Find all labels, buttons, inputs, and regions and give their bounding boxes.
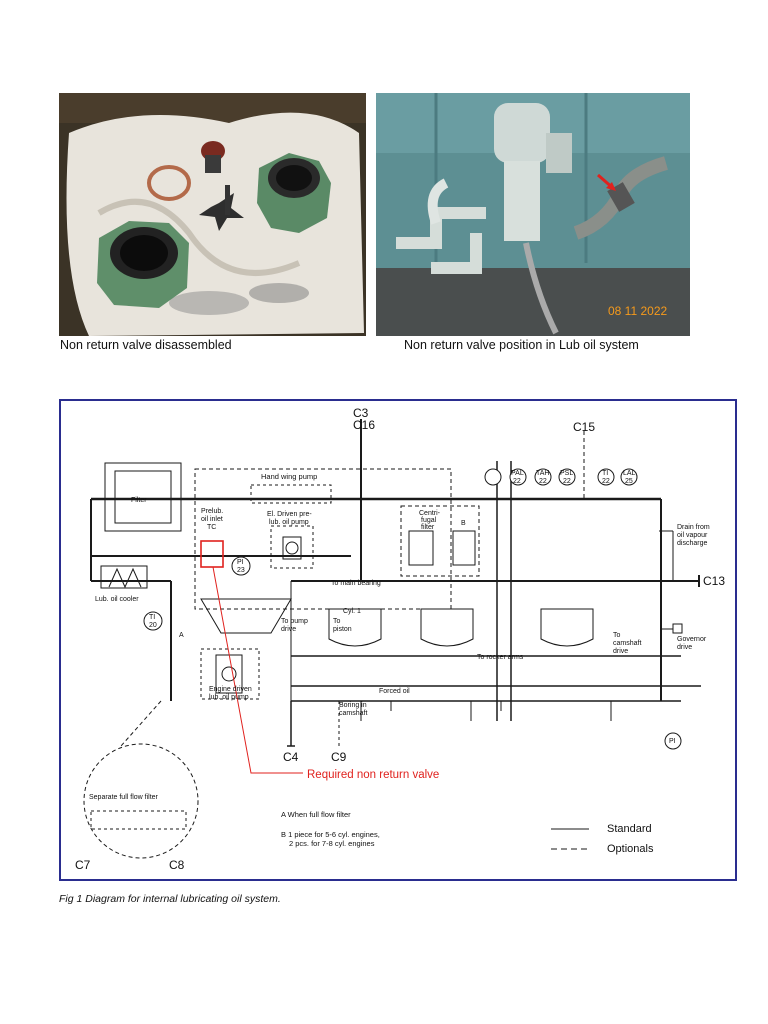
prelub-label-2: oil inlet [201, 516, 223, 523]
lub-oil-diagram: Filter Hand wing pump [75, 406, 725, 872]
photo-datestamp: 08 11 2022 [608, 304, 667, 318]
conn-c16: C16 [353, 418, 375, 432]
pi-bottom-tag: PI [669, 738, 676, 745]
photo-valve-position: 08 11 2022 [376, 93, 690, 336]
note-b-1: B 1 piece for 5-6 cyl. engines, [281, 830, 380, 839]
centri-b-label: B [461, 520, 466, 527]
pi-23-num: 23 [237, 567, 245, 574]
separate-filter-label: Separate full flow filter [89, 794, 159, 801]
el-pump-label-1: El. Driven pre- [267, 511, 312, 518]
pal-22-num: 22 [513, 478, 521, 485]
to-camshaft-1: To [613, 632, 621, 639]
psl-22-tag: PSL [560, 470, 573, 477]
ti-20-tag: TI [149, 614, 155, 621]
hand-wing-pump-label: Hand wing pump [261, 472, 317, 481]
conn-c8: C8 [169, 858, 185, 872]
diagram-frame: Filter Hand wing pump [59, 399, 737, 881]
governor-label-1: Governor [677, 636, 707, 643]
el-pump-label-2: lub. oil pump [269, 519, 309, 526]
legend-optionals: Optionals [607, 843, 654, 855]
drain-label-3: discharge [677, 540, 707, 547]
a-marker: A [179, 632, 184, 639]
conn-c4: C4 [283, 750, 299, 764]
ti-20-num: 20 [149, 622, 157, 629]
note-b-2: 2 pcs. for 7-8 cyl. engines [289, 839, 375, 848]
nrv-highlight-box [200, 540, 224, 568]
caption-position: Non return valve position in Lub oil sys… [404, 338, 639, 352]
centri-label-1: Centri- [419, 510, 441, 517]
to-piston-1: To [333, 618, 341, 625]
to-main-bearing-label: To main bearing [331, 580, 381, 587]
conn-c13: C13 [703, 574, 725, 588]
required-nrv-note: Required non return valve [307, 769, 439, 781]
centri-label-3: filter [421, 524, 435, 531]
boring-label-2: camshaft [339, 710, 367, 717]
ti-22-tag: TI [602, 470, 608, 477]
pi-23-tag: PI [237, 559, 244, 566]
to-pump-drive-1: To pump [281, 618, 308, 625]
to-rocker-arms-label: To rocker arms [477, 654, 524, 661]
tah-22-num: 22 [539, 478, 547, 485]
prelub-tc: TC [207, 524, 216, 531]
prelub-label: Prelub. [201, 508, 223, 515]
cyl-1-label: Cyl. 1 [343, 608, 361, 615]
governor-label-2: drive [677, 644, 692, 651]
filter-label: Filter [131, 497, 147, 504]
to-camshaft-3: drive [613, 648, 628, 655]
cooler-label: Lub. oil cooler [95, 596, 139, 603]
to-piston-2: piston [333, 626, 352, 633]
engine-pump-label-2: lub. oil pump [209, 694, 249, 701]
conn-c7: C7 [75, 858, 91, 872]
conn-c9: C9 [331, 750, 347, 764]
note-a: A When full flow filter [281, 810, 351, 819]
nrv-leader-line [212, 566, 303, 774]
to-camshaft-2: camshaft [613, 640, 641, 647]
conn-c3: C3 [353, 406, 369, 420]
boring-label-1: Boring in [339, 702, 367, 709]
to-pump-drive-2: drive [281, 626, 296, 633]
pal-22-tag: PAL [511, 470, 524, 477]
drain-label-2: oil vapour [677, 532, 708, 539]
ti-22-num: 22 [602, 478, 610, 485]
centri-label-2: fugal [421, 517, 437, 524]
tah-22-tag: TAH [536, 470, 549, 477]
engine-pump-label-1: Engine driven [209, 686, 252, 693]
lal-25-tag: LAL [623, 470, 636, 477]
psl-22-num: 22 [563, 478, 571, 485]
caption-disassembled: Non return valve disassembled [60, 338, 232, 352]
drain-label-1: Drain from [677, 524, 710, 531]
figure-caption: Fig 1 Diagram for internal lubricating o… [59, 893, 281, 905]
conn-c15: C15 [573, 420, 595, 434]
lal-25-num: 25 [625, 478, 633, 485]
legend-standard: Standard [607, 823, 652, 835]
photo-valve-disassembled [59, 93, 366, 336]
forced-oil-label: Forced oil [379, 688, 410, 695]
